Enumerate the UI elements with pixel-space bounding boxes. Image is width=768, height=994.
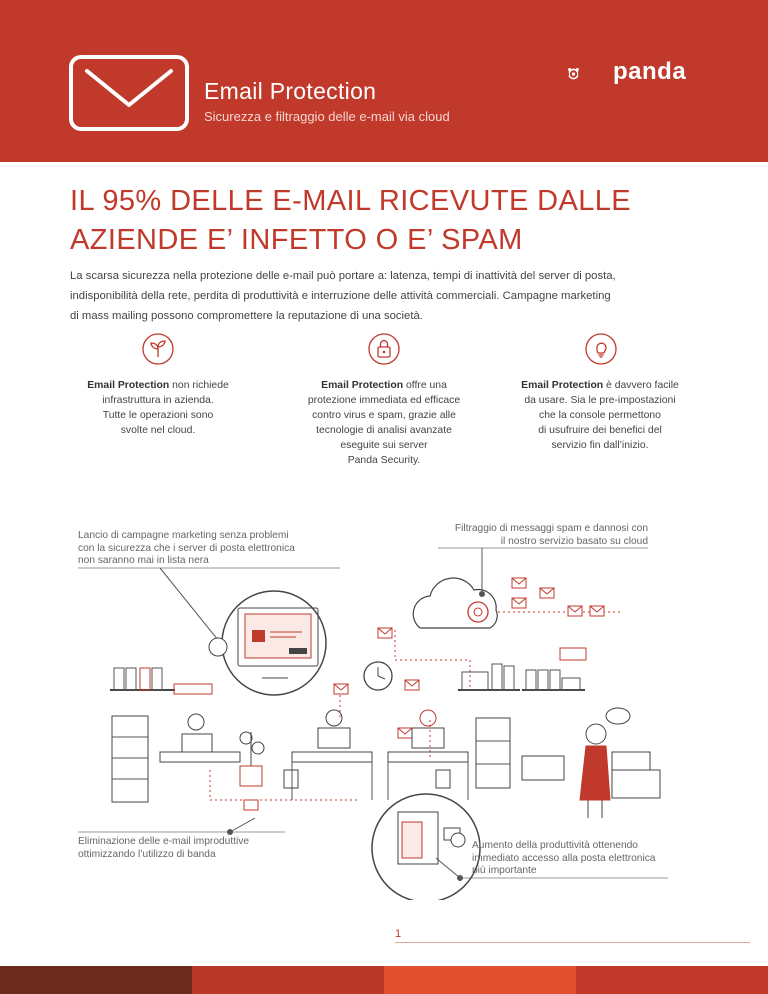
callout-line: Filtraggio di messaggi spam e dannosi co… (454, 523, 648, 534)
feature-line: di usufruire dei benefici del (538, 425, 662, 436)
feature-line: servizio fin dall’inizio. (551, 440, 649, 451)
callout-bandwidth: Eliminazione delle e-mail improduttive o… (78, 836, 249, 861)
main-headline: IL 95% DELLE E-MAIL RICEVUTE DALLE AZIEN… (70, 182, 710, 260)
callout-line: più importante (472, 865, 537, 876)
callout-marketing: Lancio di campagne marketing senza probl… (78, 530, 295, 568)
feature-no-infrastructure: Email Protection non richiede infrastrut… (58, 378, 258, 438)
product-title: Email Protection (204, 78, 377, 104)
page-number: 1 (395, 928, 402, 940)
feature-line: protezione immediata ed efficace (307, 395, 461, 406)
callout-line: il nostro servizio basato su cloud (500, 535, 648, 547)
callout-line: non saranno mai in lista nera (78, 555, 209, 566)
feature-line: eseguite sui server (340, 440, 428, 451)
callout-line: Eliminazione delle e-mail improduttive (78, 836, 249, 847)
callout-line: immediato accesso alla posta elettronica (472, 852, 656, 864)
footer-segment (0, 966, 192, 994)
feature-line: contro virus e spam, grazie alle (312, 410, 456, 421)
footer-segment (192, 966, 384, 994)
feature-line: che la console permettono (539, 410, 661, 421)
callout-filtering: Filtraggio di messaggi spam e dannosi co… (438, 523, 648, 548)
feature-line: Panda Security. (347, 455, 421, 466)
intro-line: indisponibilità della rete, perdita di p… (70, 290, 611, 302)
feature-strong: Email Protection (321, 380, 404, 391)
footer-color-bar (0, 966, 768, 994)
footer-segment (576, 966, 768, 994)
feature-line: offre una (403, 380, 447, 391)
headline-line: AZIENDE E’ INFETTO O E’ SPAM (70, 224, 523, 256)
feature-line: tecnologie di analisi avanzate (316, 425, 452, 436)
callout-line: ottimizzando l’utilizzo di banda (78, 848, 216, 860)
feature-line: da usare. Sia le pre-impostazioni (524, 395, 676, 406)
callout-productivity: Aumento della produttività ottenendo imm… (472, 840, 655, 878)
callout-line: con la sicurezza che i server di posta e… (78, 542, 295, 554)
feature-line: non richiede (169, 380, 229, 391)
footer-segment (384, 966, 576, 994)
envelope-icon (69, 55, 189, 131)
product-subtitle: Sicurezza e filtraggio delle e-mail via … (204, 109, 450, 124)
feature-line: svolte nel cloud. (120, 425, 196, 436)
sprout-icon (142, 333, 174, 365)
panda-logo-icon (567, 68, 581, 80)
feature-line: Tutte le operazioni sono (102, 410, 214, 421)
headline-line: IL 95% DELLE E-MAIL RICEVUTE DALLE (70, 185, 632, 217)
header-banner: Email Protection Sicurezza e filtraggio … (0, 0, 768, 162)
lightbulb-icon (585, 333, 617, 365)
feature-line: infrastruttura in azienda. (102, 395, 214, 406)
office-illustration (78, 547, 668, 900)
intro-line: La scarsa sicurezza nella protezione del… (70, 270, 616, 282)
panda-logo-text: panda (613, 58, 687, 85)
padlock-icon (368, 333, 400, 365)
footer-rule (395, 942, 750, 943)
intro-paragraph: La scarsa sicurezza nella protezione del… (70, 266, 710, 326)
feature-strong: Email Protection (521, 380, 604, 391)
intro-line: di mass mailing possono compromettere la… (70, 310, 423, 322)
feature-immediate-protection: Email Protection offre una protezione im… (284, 378, 484, 468)
feature-easy-to-use: Email Protection è davvero facile da usa… (500, 378, 700, 453)
callout-line: Lancio di campagne marketing senza probl… (78, 530, 289, 541)
feature-strong: Email Protection (87, 380, 170, 391)
feature-line: è davvero facile (603, 380, 679, 391)
callout-line: Aumento della produttività ottenendo (472, 840, 638, 851)
